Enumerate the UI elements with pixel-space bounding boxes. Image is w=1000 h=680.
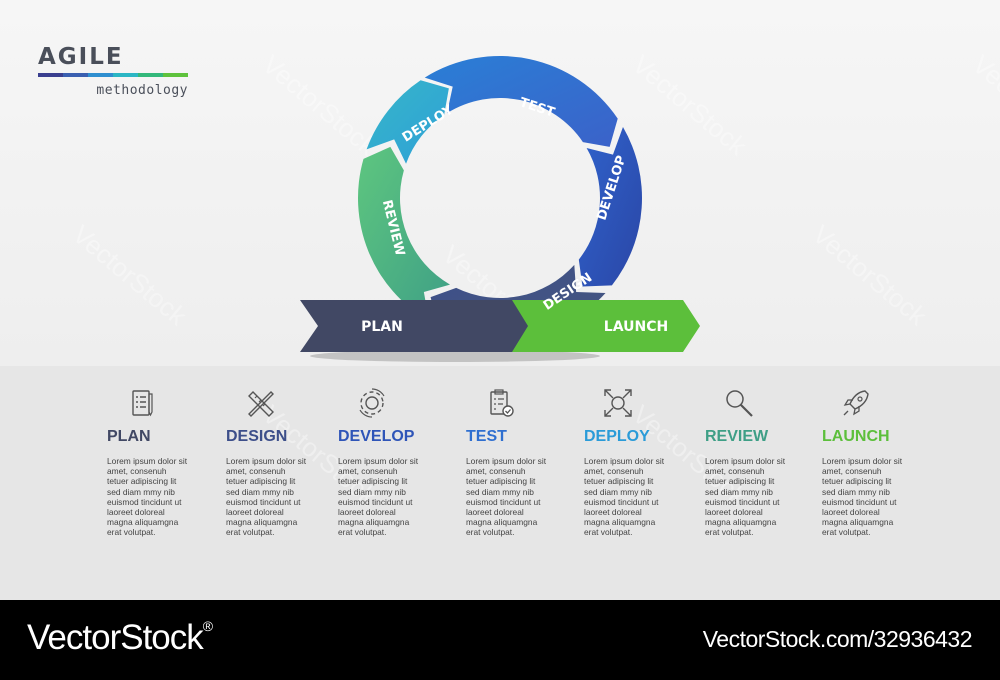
step-description: Lorem ipsum dolor sit amet, consenuh tet… <box>338 456 419 538</box>
footer-bar: VectorStock® VectorStock.com/32936432 <box>0 600 1000 680</box>
launch-ribbon <box>505 300 700 352</box>
logo: AGILE methodology <box>38 44 188 98</box>
step-description: Lorem ipsum dolor sit amet, consenuh tet… <box>584 456 665 538</box>
launch-ribbon-label: LAUNCH <box>604 319 668 335</box>
step-description: Lorem ipsum dolor sit amet, consenuh tet… <box>705 456 786 538</box>
step-title: LAUNCH <box>822 428 890 445</box>
agile-cycle-diagram: PLAN LAUNCH TESTDEVELOPDESIGNREVIEWDEPLO… <box>300 55 700 362</box>
footer-image-id: VectorStock.com/32936432 <box>702 626 973 652</box>
gear-icon <box>355 386 389 420</box>
plan-ribbon-label: PLAN <box>361 319 403 335</box>
step-description: Lorem ipsum dolor sit amet, consenuh tet… <box>822 456 903 538</box>
cycle-segment-deploy <box>366 80 449 164</box>
footer-brand: VectorStock® <box>27 618 213 658</box>
step-cards: PLAN Lorem ipsum dolor sit amet, consenuh… <box>0 386 1000 586</box>
expand-arrows-icon <box>601 386 635 420</box>
step-title: DEPLOY <box>584 428 650 445</box>
step-description: Lorem ipsum dolor sit amet, consenuh tet… <box>466 456 547 538</box>
logo-bar-stripe <box>163 73 188 77</box>
step-title: REVIEW <box>705 428 769 445</box>
step-description: Lorem ipsum dolor sit amet, consenuh tet… <box>107 456 188 538</box>
step-title: PLAN <box>107 428 151 445</box>
pencil-ruler-icon <box>243 386 277 420</box>
step-description: Lorem ipsum dolor sit amet, consenuh tet… <box>226 456 307 538</box>
step-title: DEVELOP <box>338 428 415 445</box>
document-list-icon <box>124 386 158 420</box>
ribbon-shadow <box>310 350 600 362</box>
logo-bar-stripe <box>38 73 63 77</box>
cycle-segment-review <box>357 146 450 321</box>
logo-bar-stripe <box>113 73 138 77</box>
plan-ribbon <box>300 300 528 352</box>
logo-bar-stripe <box>88 73 113 77</box>
clipboard-check-icon <box>483 386 517 420</box>
step-title: TEST <box>466 428 507 445</box>
logo-bar-stripe <box>138 73 163 77</box>
magnifier-icon <box>722 386 756 420</box>
cycle-segment-develop <box>578 127 642 287</box>
logo-color-bar <box>38 73 188 77</box>
footer-brand-name: VectorStock <box>27 618 204 657</box>
step-title: DESIGN <box>226 428 288 445</box>
cycle-segment-test <box>424 55 618 147</box>
logo-subtitle: methodology <box>96 83 188 98</box>
steps-area <box>0 366 1000 600</box>
footer-brand-mark: ® <box>202 618 213 634</box>
rocket-icon <box>839 386 873 420</box>
logo-title: AGILE <box>38 44 124 70</box>
logo-bar-stripe <box>63 73 88 77</box>
